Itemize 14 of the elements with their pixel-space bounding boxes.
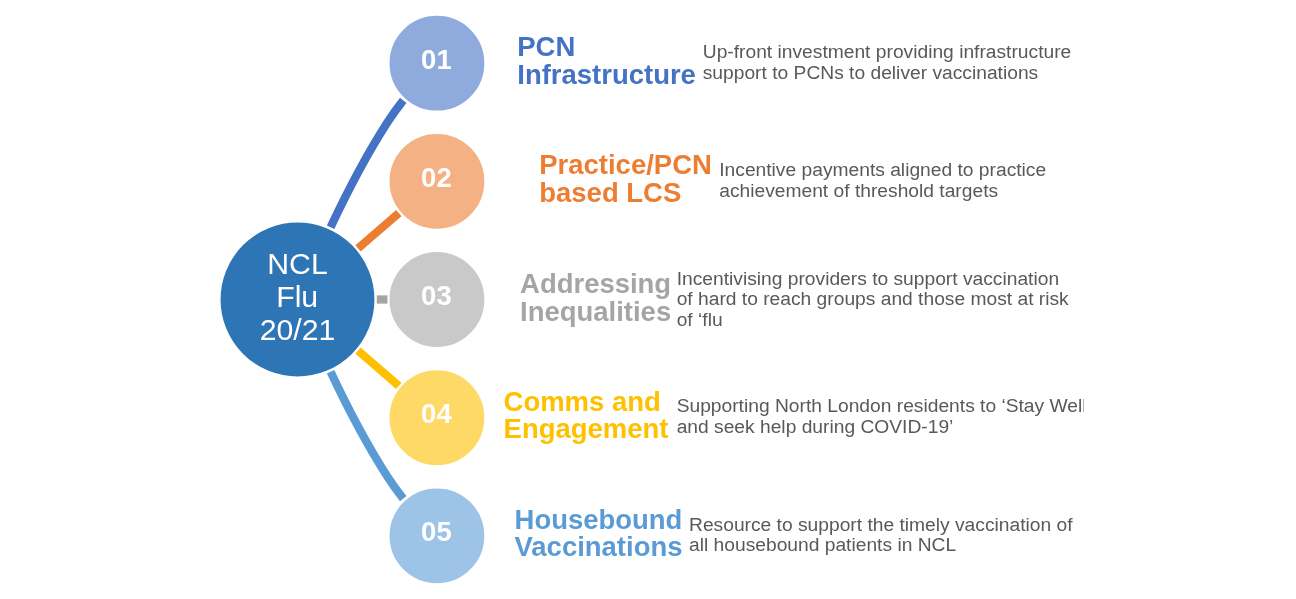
connector — [326, 369, 406, 502]
node-label: Incentive payments aligned to practice achievement of threshold targets — [718, 159, 1046, 201]
node-label: PCN Infrastructure — [516, 31, 696, 90]
connector — [354, 210, 401, 252]
node-label: Incentivising providers to support vaccination of hard to reach groups and those most at risk of ‘flu — [676, 267, 1069, 330]
node-label: Housebound Vaccinations — [514, 503, 683, 563]
connector — [376, 295, 387, 304]
node-label: Addressing Inequalities — [519, 268, 671, 327]
node-label: Up-front investment providing infrastructure support to PCNs to deliver vaccinations — [702, 40, 1071, 83]
connector — [354, 347, 401, 389]
node-label: Practice/PCN based LCS — [538, 149, 712, 208]
node-label: Resource to support the timely vaccination of all housebound patients in NCL — [688, 513, 1073, 556]
connector — [326, 97, 406, 230]
node-label: Comms and Engagement — [503, 385, 668, 445]
